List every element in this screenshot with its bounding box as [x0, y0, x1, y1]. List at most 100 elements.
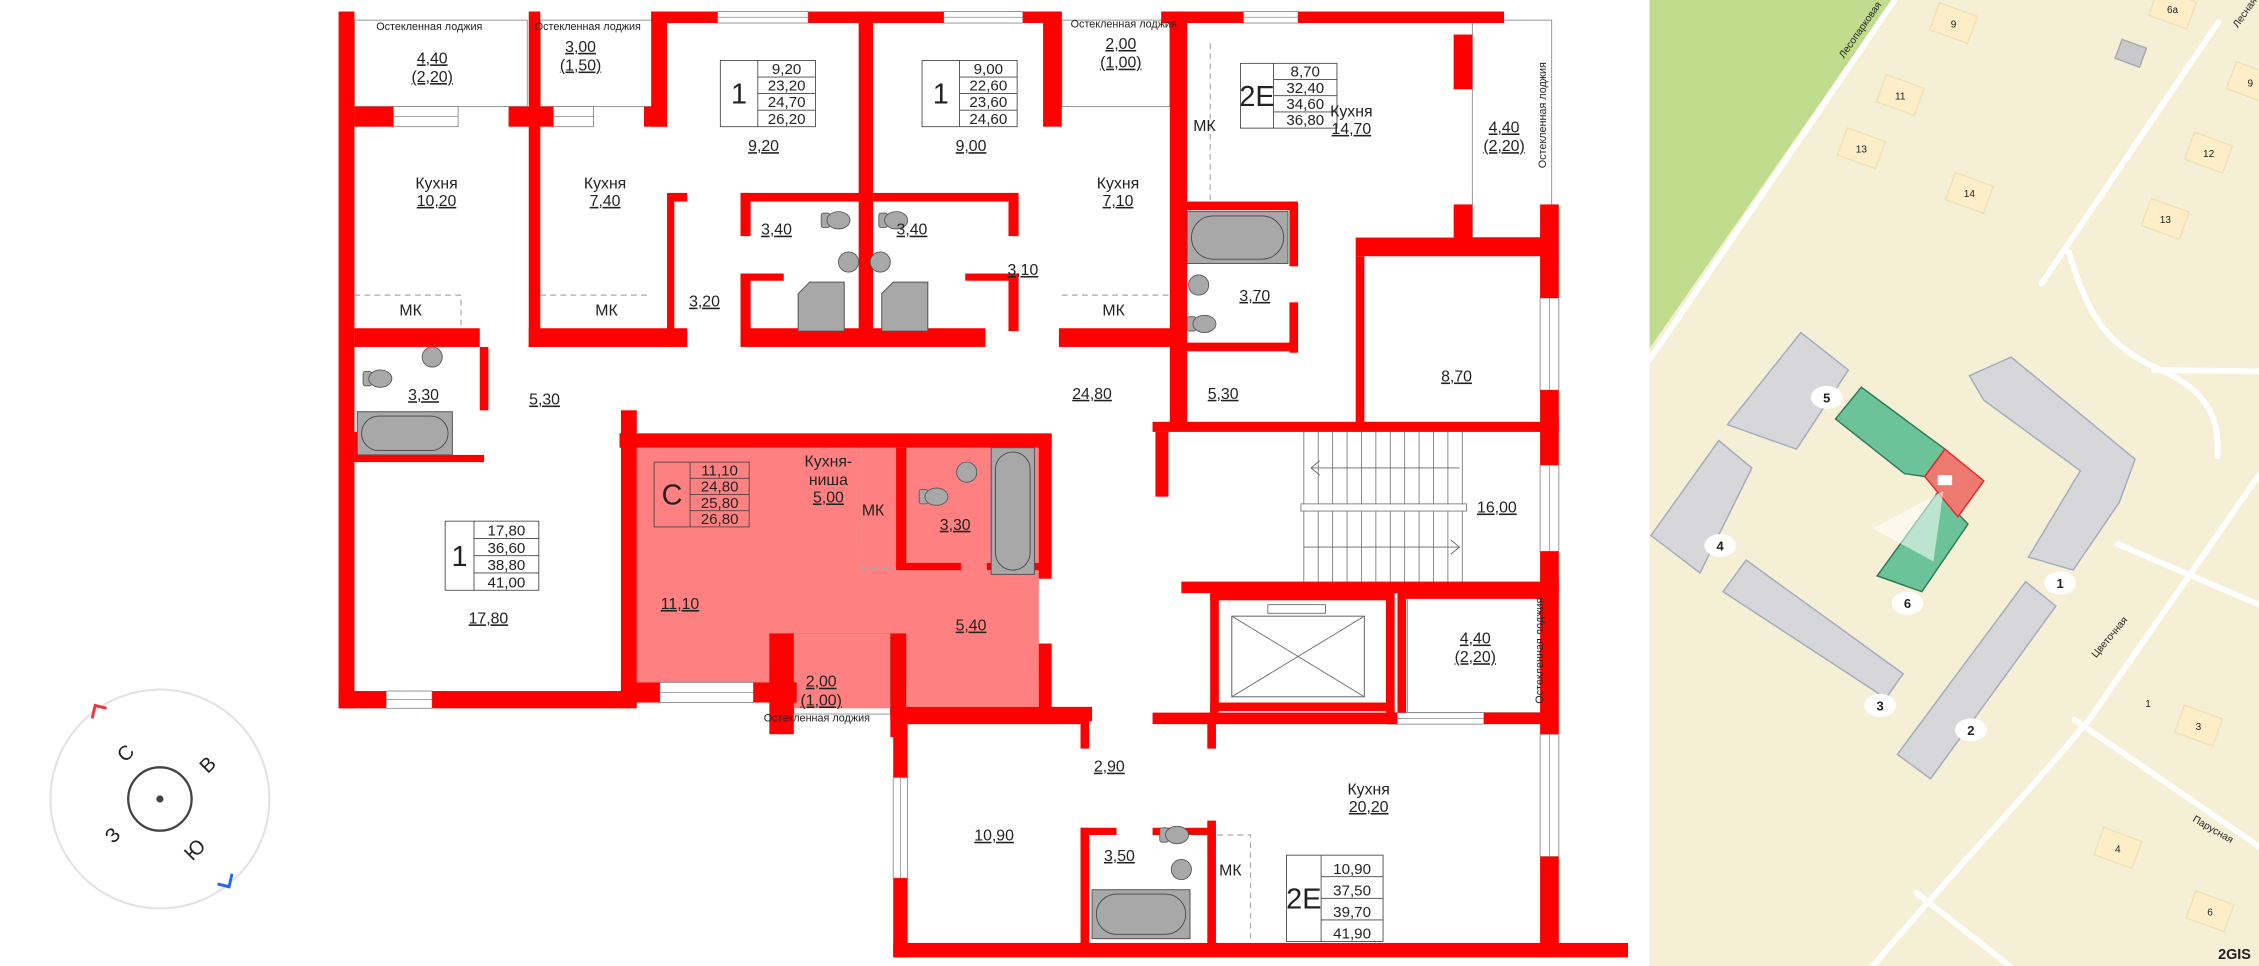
sink-icon: [1188, 274, 1210, 296]
wall: [1210, 702, 1395, 712]
wall: [1043, 11, 1062, 127]
room-area: 5,00: [813, 489, 844, 506]
room[interactable]: 3,40: [897, 222, 928, 239]
unit-type: 1: [452, 541, 468, 573]
room[interactable]: 4,40(2,20)Остекленная лоджия: [376, 21, 482, 86]
unit-type: 1: [731, 79, 747, 111]
unit-type: С: [662, 480, 683, 512]
room[interactable]: 5,30: [529, 392, 560, 409]
room[interactable]: 3,70: [1239, 288, 1270, 305]
unit-area-value: 24,70: [768, 94, 806, 111]
room[interactable]: 8,70: [1441, 369, 1472, 386]
room[interactable]: 11,10: [661, 596, 700, 613]
room[interactable]: 3,30: [940, 517, 971, 534]
room[interactable]: МК: [1219, 862, 1242, 879]
wall: [769, 633, 794, 735]
room[interactable]: МК: [862, 502, 885, 519]
room-area: 14,70: [1332, 121, 1372, 138]
wall: [528, 328, 688, 347]
complex-building: [1968, 356, 2136, 571]
room[interactable]: 4,40(2,20)Остекленная лоджия: [1483, 62, 1548, 168]
wall: [354, 328, 480, 347]
loggia-label: Остекленная лоджия: [535, 21, 641, 33]
unit-area-value: 24,80: [701, 479, 739, 496]
room[interactable]: МК: [1102, 302, 1125, 319]
room[interactable]: 2,00(1,00)Остекленная лоджия: [1071, 18, 1177, 71]
building-number-badge[interactable]: [2044, 571, 2077, 595]
wall: [432, 691, 623, 709]
room[interactable]: 3,20: [689, 294, 720, 311]
room[interactable]: МК: [399, 302, 422, 319]
room[interactable]: 17,80: [469, 610, 509, 627]
room[interactable]: 3,50: [1104, 848, 1135, 865]
toilet-icon: [884, 211, 909, 230]
wall: [893, 712, 908, 778]
room[interactable]: 9,00: [956, 138, 987, 155]
room[interactable]: МК: [1193, 118, 1216, 135]
elevator-cross: [1231, 615, 1365, 698]
wall: [1155, 431, 1169, 497]
road: [1913, 889, 2013, 966]
room-label: Кухня-: [805, 453, 853, 470]
wall: [1289, 201, 1299, 267]
room[interactable]: 2,00(1,00)Остекленная лоджия: [764, 674, 870, 725]
wall: [667, 192, 688, 202]
room[interactable]: 10,90: [974, 828, 1014, 845]
wall: [740, 328, 986, 347]
room[interactable]: 2,90: [1094, 759, 1125, 776]
house-number: 1: [2145, 699, 2151, 710]
room[interactable]: 9,20: [748, 138, 779, 155]
room[interactable]: 24,80: [1072, 386, 1112, 403]
selected-unit-area[interactable]: [906, 570, 1039, 707]
room[interactable]: МК: [595, 302, 618, 319]
unit-area-value: 26,80: [701, 511, 739, 528]
room[interactable]: 16,00: [1477, 500, 1517, 517]
wall: [873, 192, 1018, 202]
room[interactable]: 3,30: [408, 387, 439, 404]
room-area: 4,40: [1460, 631, 1491, 648]
building-number-badge[interactable]: [1864, 693, 1896, 717]
room[interactable]: 4,40(2,20)Остекленная лоджия: [1455, 598, 1546, 704]
selected-unit-area[interactable]: [793, 633, 891, 709]
room[interactable]: 5,30: [1208, 386, 1239, 403]
house-number: 14: [1964, 189, 1976, 200]
wall: [1080, 827, 1090, 951]
room[interactable]: 3,00(1,50)Остекленная лоджия: [535, 21, 641, 74]
room[interactable]: 3,40: [761, 222, 792, 239]
room-area: 3,70: [1239, 288, 1270, 305]
shower-icon: [881, 281, 929, 332]
building-number-badge[interactable]: [1891, 591, 1924, 615]
wall: [1080, 827, 1117, 835]
unit-area-value: 41,90: [1333, 926, 1371, 943]
building-number-badge[interactable]: [1810, 385, 1843, 409]
house: [1875, 73, 1926, 117]
room-area: 2,00: [1105, 36, 1136, 53]
wall: [354, 454, 485, 463]
building-number: 1: [2057, 576, 2064, 591]
house: [2183, 131, 2234, 174]
map-building-gray: [2114, 38, 2148, 69]
room-area: 3,30: [408, 387, 439, 404]
wall: [1289, 302, 1299, 353]
zone-divider: [354, 294, 462, 329]
room[interactable]: 3,10: [1007, 262, 1038, 279]
wall: [896, 562, 961, 571]
room[interactable]: 5,40: [956, 618, 987, 635]
building-number-badge[interactable]: [1704, 534, 1737, 558]
building-number-badge[interactable]: [1955, 718, 1987, 742]
wall: [338, 11, 355, 709]
road: [2114, 541, 2259, 608]
